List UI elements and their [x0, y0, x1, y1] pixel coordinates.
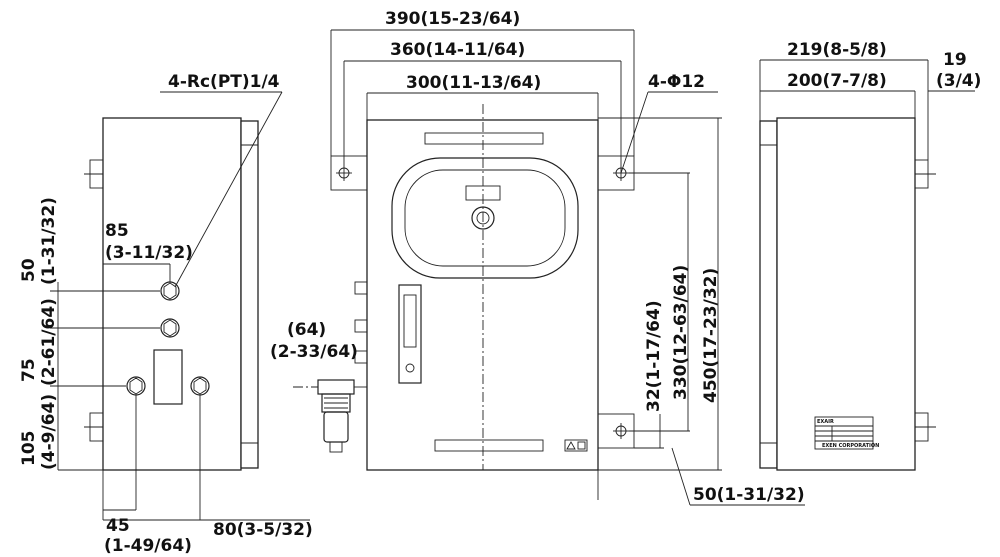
left-enclosure-body	[102, 117, 242, 471]
dim-45-inch: (1-49/64)	[104, 536, 192, 556]
front-view	[293, 29, 805, 506]
warning-label	[564, 439, 588, 452]
dim-200: 200(7-7/8)	[787, 71, 887, 91]
dim-300: 300(11-13/64)	[406, 73, 541, 93]
dim-330: 330(12-63/64)	[671, 265, 691, 400]
dim-75-inch: (2-61/64)	[39, 298, 59, 386]
dim-85-inch: (3-11/32)	[105, 243, 193, 263]
front-enclosure-door	[366, 119, 599, 471]
door-label-strip-top	[424, 132, 544, 145]
dim-105: 105	[19, 431, 39, 467]
dim-85: 85	[105, 221, 129, 241]
viewing-window-frame	[391, 157, 579, 279]
right-side-view: EXAIR EXEN CORPORATION	[759, 59, 975, 471]
door-handle	[398, 284, 422, 384]
port-note: 4-Rc(PT)1/4	[168, 72, 280, 92]
dim-105-inch: (4-9/64)	[39, 394, 59, 470]
left-side-view	[50, 91, 310, 521]
nameplate-brand: EXAIR	[817, 419, 834, 425]
right-enclosure-body	[776, 117, 916, 471]
dim-75: 75	[19, 358, 39, 382]
hole-note: 4-Φ12	[648, 72, 705, 92]
dim-80: 80(3-5/32)	[213, 520, 313, 540]
cable-gland-plate	[153, 349, 183, 405]
dim-64-inch: (2-33/64)	[270, 342, 358, 362]
left-door-profile	[240, 120, 259, 469]
dim-64: (64)	[287, 320, 326, 340]
dim-450: 450(17-23/32)	[701, 268, 721, 403]
dim-50-left: 50	[19, 258, 39, 282]
viewing-window-glass	[404, 169, 566, 267]
door-label-strip-bottom	[434, 439, 544, 452]
dim-45: 45	[106, 516, 130, 536]
nameplate: EXAIR EXEN CORPORATION	[814, 416, 879, 450]
nameplate-company: EXEN CORPORATION	[822, 443, 879, 449]
air-filter-regulator	[293, 379, 367, 453]
dim-50-bottom: 50(1-31/32)	[693, 485, 805, 505]
dim-32: 32(1-17/64)	[644, 300, 664, 412]
dim-19: 19	[943, 50, 967, 70]
dim-219: 219(8-5/8)	[787, 40, 887, 60]
dim-360: 360(14-11/64)	[390, 40, 525, 60]
right-door-profile	[759, 120, 778, 469]
dim-50-left-inch: (1-31/32)	[39, 197, 59, 285]
dim-390: 390(15-23/64)	[385, 9, 520, 29]
port-fitting-2	[160, 318, 180, 338]
dim-19-inch: (3/4)	[936, 71, 981, 91]
